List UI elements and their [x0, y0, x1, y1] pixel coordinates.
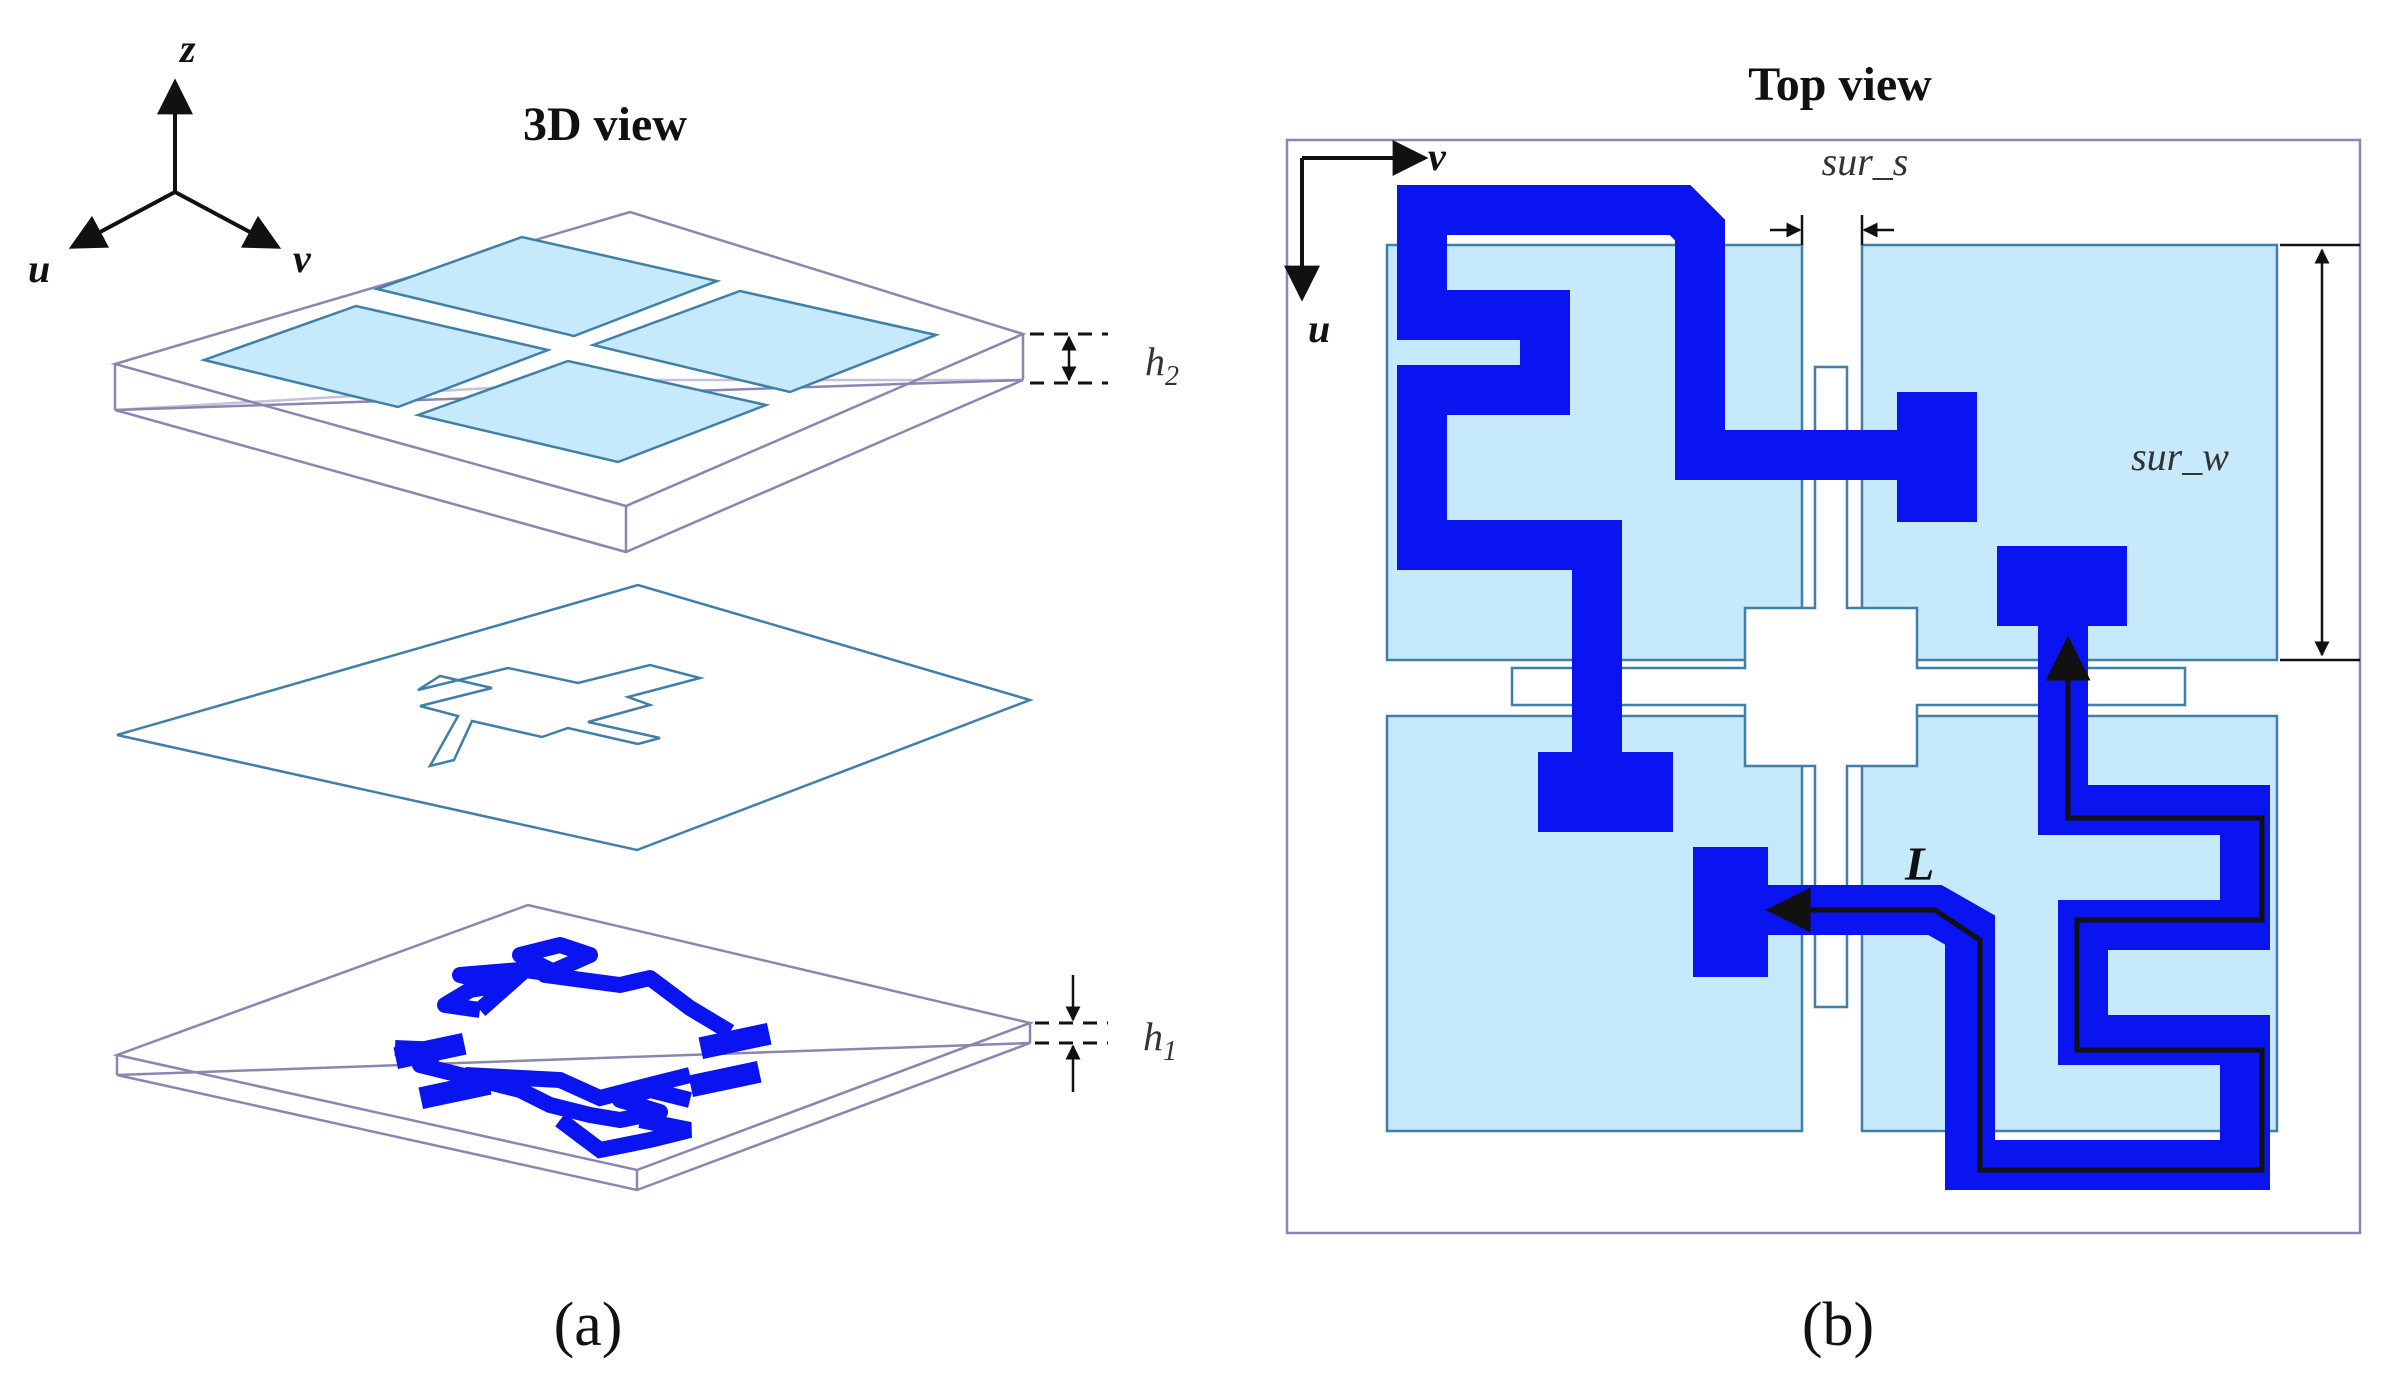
h1-label: h1: [1143, 1014, 1177, 1067]
panel-a-title: 3D view: [523, 98, 687, 151]
path-label-L: L: [1904, 838, 1934, 891]
ground-plane-layer: [116, 583, 1034, 852]
u-axis-label: u: [1308, 306, 1330, 351]
patch-1: [372, 235, 722, 338]
stub-2: [698, 1022, 772, 1060]
panel-b-title: Top view: [1748, 58, 1932, 111]
axis-triad: z u v: [28, 26, 312, 291]
v-axis-label: v: [293, 236, 312, 281]
panel-b-caption: (b): [1802, 1291, 1874, 1359]
meander-mid: [464, 1067, 692, 1107]
panel-a-3d-view: 3D view z u v: [28, 26, 1179, 1359]
meander-upper: [474, 937, 735, 1039]
sur-s-dimension: sur_s: [1770, 139, 1908, 245]
u-axis-arrow: [68, 190, 176, 249]
patch-2: [199, 304, 553, 409]
top-view-axes: v u: [1284, 134, 1447, 351]
path-length-L: [1765, 635, 2265, 1173]
h1-dimension: h1: [1035, 975, 1177, 1092]
patch-3: [588, 289, 941, 394]
stub-left-lower: [1538, 752, 1673, 832]
top-patches: [199, 235, 941, 464]
sur-s-label: sur_s: [1822, 139, 1909, 184]
stub-1: [393, 1032, 467, 1070]
z-axis-label: z: [178, 26, 196, 71]
board-outline: [1285, 138, 2362, 1235]
cross-slot: [417, 663, 705, 768]
stub-left-bottom: [1693, 847, 1768, 977]
h2-dimension: h2: [1030, 332, 1179, 392]
sur-w-label: sur_w: [2131, 434, 2229, 479]
meander-bottom: [555, 1112, 692, 1159]
v-axis-arrow: [174, 190, 282, 249]
stub-4: [688, 1060, 762, 1098]
meander-line-1: [1397, 222, 1622, 760]
h2-label: h2: [1145, 339, 1179, 392]
u-axis-label: u: [28, 246, 50, 291]
stub-right-lower: [1997, 546, 2127, 626]
sur-w-dimension: sur_w: [2131, 243, 2360, 662]
bottom-substrate-layer: [112, 903, 1035, 1192]
v-axis-label: v: [1428, 134, 1447, 179]
meander-line-1-top: [1397, 185, 1900, 480]
patch-4: [413, 359, 771, 464]
meander-upper-left: [437, 962, 521, 1018]
stub-right-upper: [1897, 392, 1977, 522]
panel-a-caption: (a): [554, 1291, 623, 1359]
panel-b-top-view: Top view v u L: [1284, 58, 2362, 1359]
